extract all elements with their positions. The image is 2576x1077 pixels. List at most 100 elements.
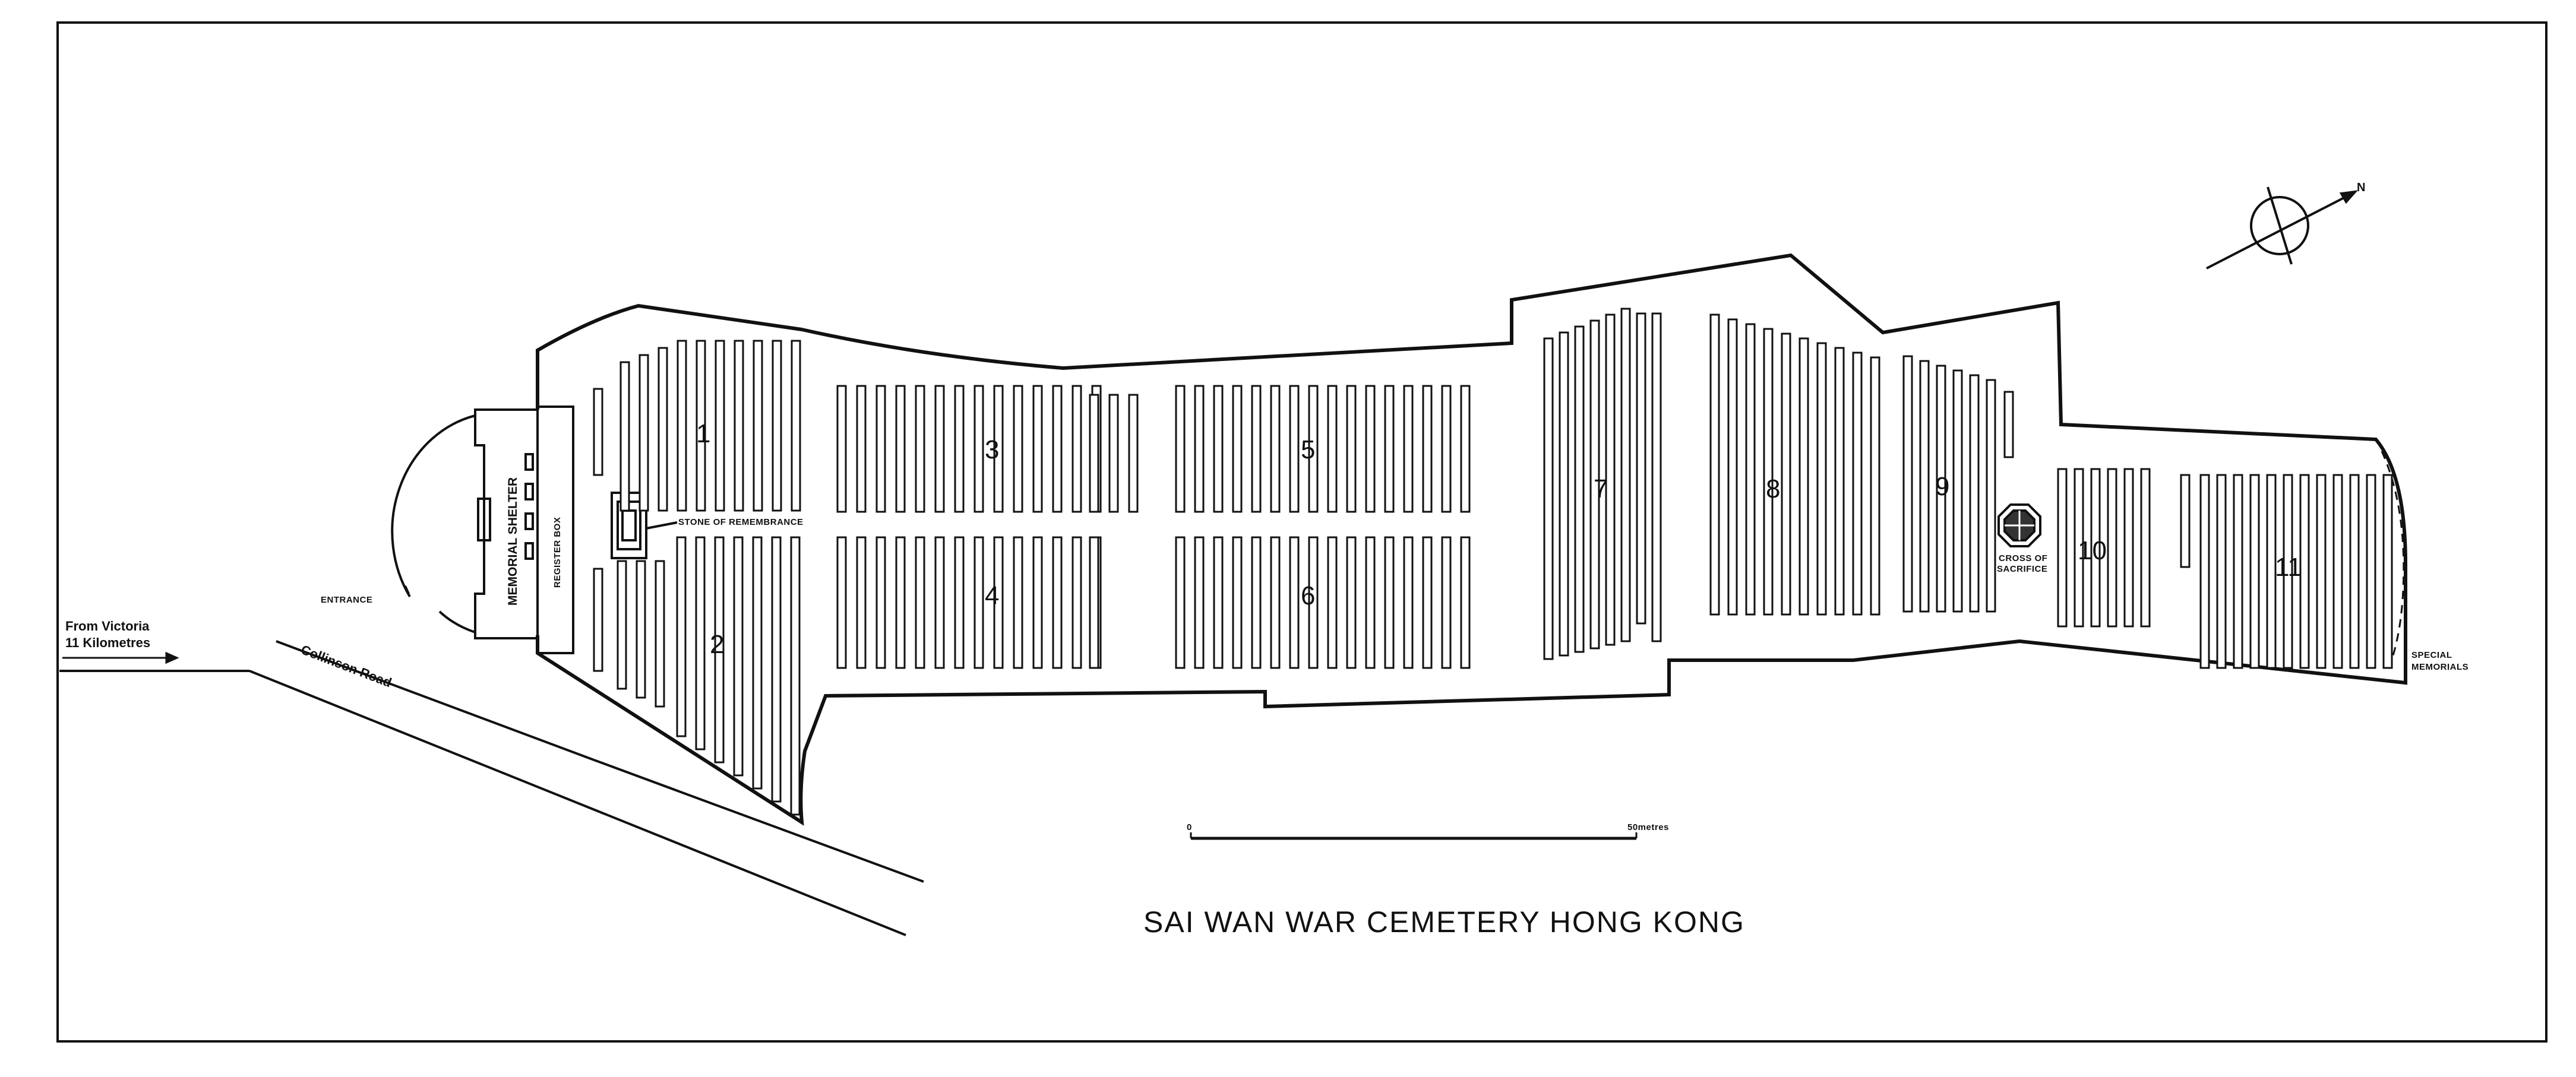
grave-row [1052,385,1063,513]
grave-row [1308,536,1319,669]
grave-row [934,536,945,669]
cross-of-sacrifice [1997,503,2041,547]
grave-row [1834,347,1845,616]
grave-row [1384,536,1395,669]
grave-row [993,536,1004,669]
grave-row [875,385,886,513]
grave-row [1251,536,1262,669]
grave-row [771,536,782,803]
grave-row [1175,385,1186,513]
grave-row [1052,536,1063,669]
grave-row [1574,325,1585,653]
plot-number: 8 [1766,474,1780,503]
grave-row [2003,391,2014,458]
grave-row [676,536,687,737]
grave-row [1745,323,1756,616]
cemetery-boundary [536,253,2407,826]
grave-row [1072,385,1082,513]
grave-row [1365,536,1376,669]
grave-row [2349,474,2360,669]
grave-row [753,340,763,512]
plot-number: 7 [1594,474,1608,503]
grave-row [1636,312,1646,625]
grave-row [1902,355,1913,613]
plot-number: 3 [985,435,999,464]
plot-number: 5 [1301,435,1315,464]
grave-row [1270,536,1281,669]
grave-row [954,536,965,669]
grave-row [2233,474,2243,669]
grave-row [1128,394,1139,513]
plot-number: 10 [2078,536,2107,565]
grave-row [790,536,801,816]
grave-row [1032,385,1043,513]
grave-row [752,536,763,790]
grave-row [2180,474,2191,568]
grave-row [856,536,867,669]
grave-row [715,340,725,512]
grave-row [695,536,706,750]
grave-row [772,340,782,512]
register-box-label: REGISTER BOX [552,517,562,588]
grave-row [1543,337,1554,660]
grave-row [1422,385,1433,513]
scale-bar: 0 50metres [1187,822,1668,840]
grave-row [1799,337,1809,616]
grave-row [934,385,945,513]
grave-row [2332,474,2343,669]
grave-row [1089,536,1099,669]
grave-row [617,560,627,690]
grave-row [658,347,668,512]
grave-row [1251,385,1262,513]
plot-number: 2 [710,630,724,659]
grave-row [1620,308,1631,642]
grave-row [1232,385,1243,513]
grave-row [1559,331,1569,657]
grave-row [636,560,646,699]
cross-of-sacrifice-label: CROSS OF [1999,553,2047,563]
distance-label: 11 Kilometres [65,635,150,650]
grave-row [2090,468,2101,628]
road-label: Collinson Road [299,642,394,690]
grave-row [593,388,603,476]
grave-row [954,385,965,513]
grave-row [2316,474,2327,669]
grave-row [1727,318,1738,616]
grave-row [1013,385,1023,513]
grave-row [1289,385,1300,513]
stone-of-remembrance-label: STONE OF REMEMBRANCE [678,517,804,527]
grave-row [1327,385,1338,513]
grave-row [655,560,665,708]
boundary-inner-right [2381,451,2405,671]
grave-row [1346,536,1357,669]
grave-row [639,354,649,512]
grave-row [1289,536,1300,669]
grave-row [1936,365,1946,613]
grave-row [1969,374,1980,613]
grave-row [836,385,847,513]
grave-row [1108,394,1119,513]
plot-number: 11 [2275,553,2302,582]
plot-number: 9 [1935,472,1949,501]
grave-row [1919,360,1930,613]
grave-row [875,536,886,669]
grave-row [836,536,847,669]
grave-row [593,568,603,672]
direction-arrow [62,651,179,664]
grave-row [915,536,925,669]
grave-rows [593,308,2393,816]
map-title: SAI WAN WAR CEMETERY HONG KONG [1143,905,1745,939]
grave-row [1816,342,1827,616]
grave-row [1089,394,1099,513]
grave-row [1308,385,1319,513]
grave-row [1709,313,1720,616]
memorial-shelter [391,406,574,654]
grave-row [1194,385,1205,513]
grave-row [1032,536,1043,669]
grave-row [895,385,906,513]
grave-row [696,340,706,512]
grave-row [619,361,630,512]
north-label: N [2357,181,2366,194]
cross-of-sacrifice-label: SACRIFICE [1997,564,2047,574]
